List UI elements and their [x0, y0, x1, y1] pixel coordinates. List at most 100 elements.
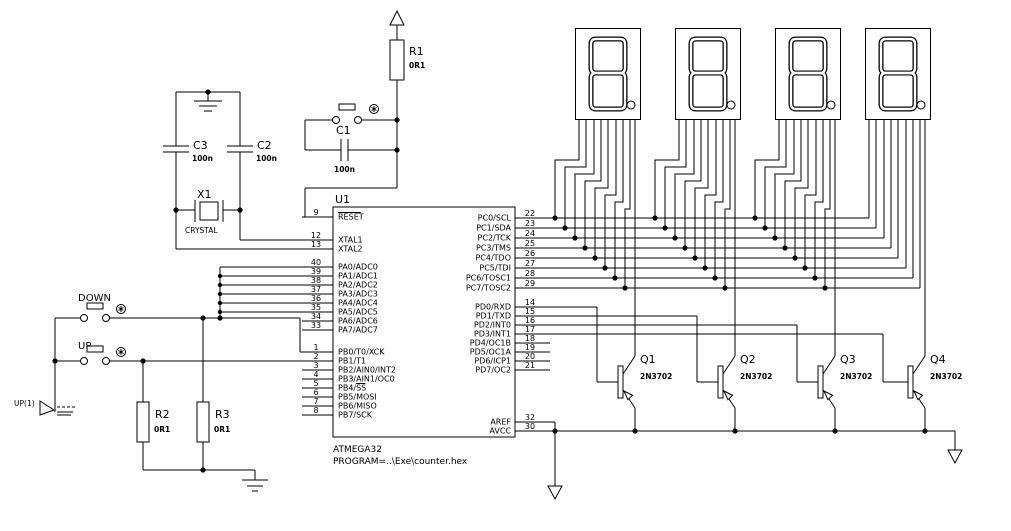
wire [304, 80, 398, 218]
net-terminal-up1[interactable]: UP(1) [14, 399, 75, 416]
seven-segment-display-1[interactable] [576, 29, 641, 120]
seven-segment-display-2[interactable] [676, 29, 741, 120]
pin-number: 18 [525, 334, 535, 343]
transistor-part: 2N3702 [840, 372, 872, 381]
power-terminal-icon[interactable] [389, 9, 405, 26]
resistor-ref: R2 [155, 408, 170, 421]
resistor-r1[interactable] [389, 39, 405, 81]
pin-number: 17 [525, 325, 535, 334]
junction-dot [552, 215, 558, 221]
pin-name: PC2/TCK [478, 234, 512, 243]
junction-dot [782, 245, 788, 251]
pin-number: 33 [311, 321, 321, 330]
pin-name: AREF [490, 418, 511, 427]
transistor-part: 2N3702 [930, 372, 962, 381]
terminal-label: UP(1) [14, 399, 35, 408]
crystal-x1[interactable]: X1 CRYSTAL [185, 188, 224, 235]
resistor-r2[interactable]: R2 0R1 [136, 401, 170, 443]
pin-name: PD1/TXD [476, 312, 511, 321]
capacitor-c3[interactable]: C3 100n [163, 139, 213, 163]
pin-number: 9 [313, 208, 318, 217]
junction-dot [572, 235, 578, 241]
collector-wire [622, 355, 636, 375]
pin-name: PB4/SS [338, 384, 366, 393]
resistor-r3[interactable]: R3 0R1 [196, 401, 230, 443]
up-button[interactable] [80, 345, 126, 365]
segment-wire [564, 120, 587, 228]
segment-wire [624, 120, 631, 288]
crystal-circuit: C3 100n C2 100n X1 CRYSTAL [163, 89, 333, 250]
emitter-arrow-icon [912, 389, 924, 401]
pin-name: PA1/ADC1 [338, 272, 378, 281]
segment-wire [764, 120, 787, 228]
pin-number: 34 [311, 312, 321, 321]
pin-name: PC4/TDO [475, 254, 511, 263]
junction-dot [722, 285, 728, 291]
power-terminal-down-icon[interactable] [947, 449, 963, 465]
seven-segment-display-3[interactable] [776, 29, 841, 120]
seven-segment-display-4[interactable] [866, 29, 931, 120]
transistor-ref: Q2 [740, 353, 756, 366]
segment-wire [594, 120, 609, 258]
ground-icon[interactable] [194, 100, 222, 112]
ic-part: ATMEGA32 [333, 445, 382, 455]
pin-number: 40 [311, 258, 321, 267]
segment-wire [794, 120, 809, 258]
capacitor-c1[interactable]: C1 100n [334, 124, 355, 174]
pin-name: PA3/ADC3 [338, 290, 378, 299]
reset-button[interactable] [332, 103, 379, 124]
transistor-base-bar [907, 365, 914, 399]
power-terminal-down-icon[interactable] [547, 485, 563, 501]
pin-number: 22 [525, 209, 535, 218]
button-label-down: DOWN [78, 293, 111, 304]
button-label-up: UP [78, 341, 91, 352]
segment-wire [714, 120, 724, 278]
segment-wire [694, 120, 709, 258]
capacitor-c2[interactable]: C2 100n [227, 139, 277, 163]
segment-wire [754, 120, 780, 218]
down-button[interactable] [80, 302, 126, 322]
pin-name: XTAL1 [338, 236, 363, 245]
ground-icon[interactable] [242, 479, 268, 492]
capacitor-ref: C3 [193, 139, 208, 152]
junction-dot [612, 275, 618, 281]
segment-wire [584, 120, 602, 248]
segment-wire [814, 120, 824, 278]
base-drive-wire [515, 333, 908, 383]
terminal-arrow-icon [39, 400, 56, 416]
junction-dot [562, 225, 568, 231]
resistor-body [196, 401, 210, 443]
pin-number: 23 [525, 219, 535, 228]
ic-u1[interactable]: U1 ATMEGA32 PROGRAM=..\Exe\counter.hex 9… [302, 193, 550, 467]
pin-number: 3 [313, 361, 318, 370]
segment-bus-wire [515, 120, 899, 259]
pin-number: 19 [525, 343, 535, 352]
